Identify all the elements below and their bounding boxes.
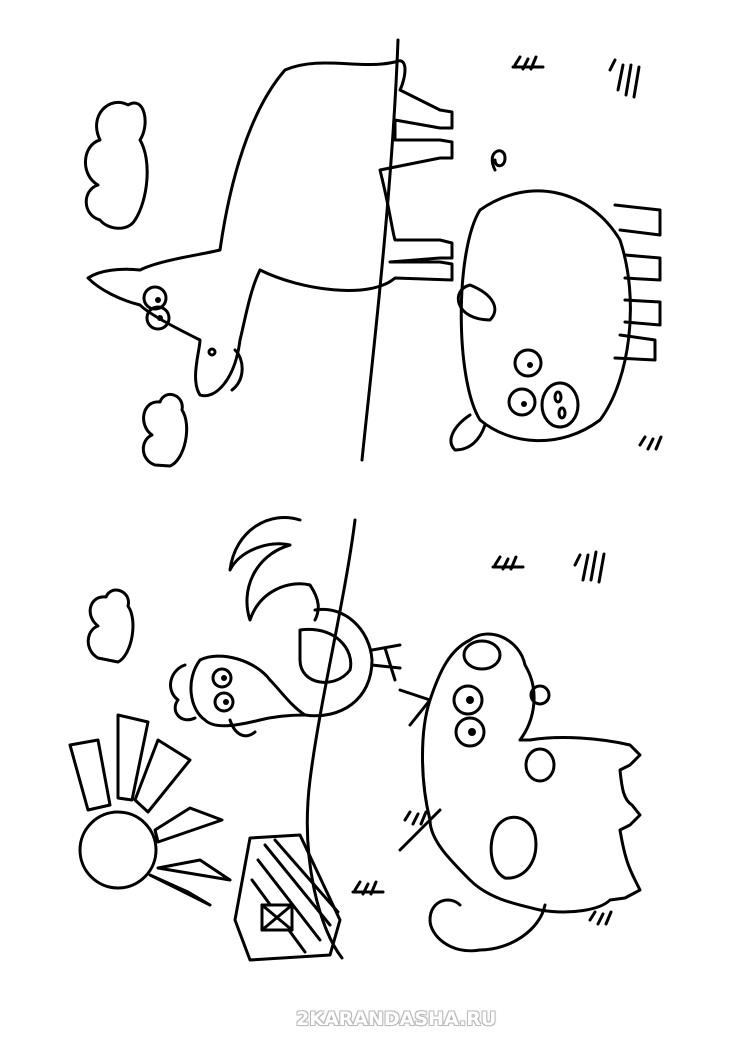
pig (449, 149, 662, 452)
cow (398, 632, 642, 953)
watermark: 2KARANDASHA.RU (296, 1008, 497, 1030)
sun-icon (68, 713, 232, 907)
ground-line (305, 38, 400, 960)
cloud-icon (84, 101, 149, 230)
cloud-icon (86, 588, 135, 664)
rooster (169, 515, 402, 738)
barn (233, 833, 342, 962)
grass-tufts (351, 55, 663, 926)
horse (86, 59, 454, 398)
cloud-icon (141, 392, 189, 468)
